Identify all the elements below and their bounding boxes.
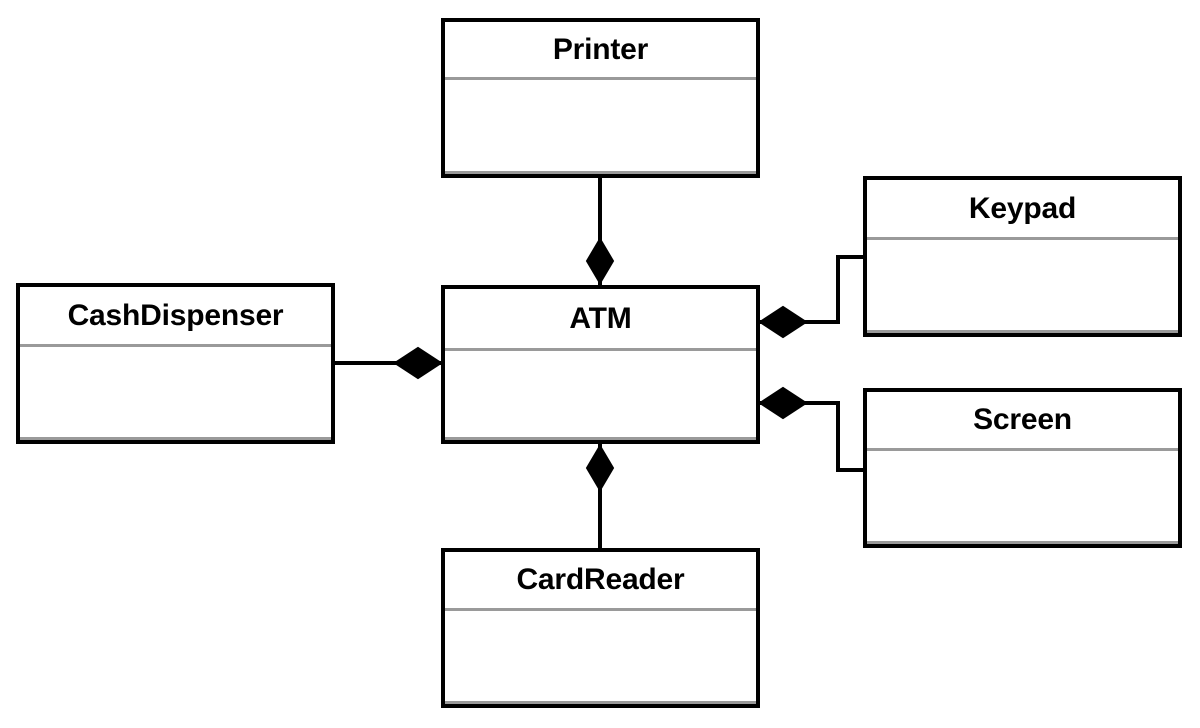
uml-class-cardreader[interactable]: CardReader bbox=[441, 548, 760, 708]
attributes-compartment-cardreader bbox=[445, 611, 756, 704]
relationship-line-atm-keypad bbox=[760, 255, 863, 324]
composition-diamond-atm-cashdispenser bbox=[393, 346, 443, 380]
attributes-compartment-cashdispenser bbox=[20, 347, 331, 440]
composition-diamond-atm-cardreader bbox=[585, 444, 615, 492]
name-compartment-cashdispenser: CashDispenser bbox=[20, 287, 331, 347]
name-compartment-screen: Screen bbox=[867, 392, 1178, 451]
attributes-compartment-printer bbox=[445, 80, 756, 174]
name-compartment-printer: Printer bbox=[445, 22, 756, 80]
class-name-label: CardReader bbox=[516, 563, 685, 596]
composition-diamond-atm-screen bbox=[758, 386, 808, 420]
uml-class-cashdispenser[interactable]: CashDispenser bbox=[16, 283, 335, 444]
class-name-label: Screen bbox=[973, 403, 1072, 436]
uml-class-screen[interactable]: Screen bbox=[863, 388, 1182, 548]
name-compartment-atm: ATM bbox=[445, 289, 756, 351]
name-compartment-keypad: Keypad bbox=[867, 180, 1178, 240]
class-name-label: CashDispenser bbox=[67, 298, 284, 332]
class-name-label: Printer bbox=[552, 32, 649, 66]
attributes-compartment-screen bbox=[867, 451, 1178, 544]
name-compartment-cardreader: CardReader bbox=[445, 552, 756, 611]
composition-diamond-atm-printer bbox=[585, 237, 615, 285]
class-name-label: ATM bbox=[569, 301, 632, 335]
uml-class-keypad[interactable]: Keypad bbox=[863, 176, 1182, 337]
class-name-label: Keypad bbox=[968, 191, 1077, 225]
attributes-compartment-keypad bbox=[867, 240, 1178, 333]
composition-diamond-atm-keypad bbox=[758, 305, 808, 339]
relationship-line-atm-screen bbox=[760, 401, 863, 472]
attributes-compartment-atm bbox=[445, 351, 756, 440]
uml-class-printer[interactable]: Printer bbox=[441, 18, 760, 178]
uml-class-atm[interactable]: ATM bbox=[441, 285, 760, 444]
